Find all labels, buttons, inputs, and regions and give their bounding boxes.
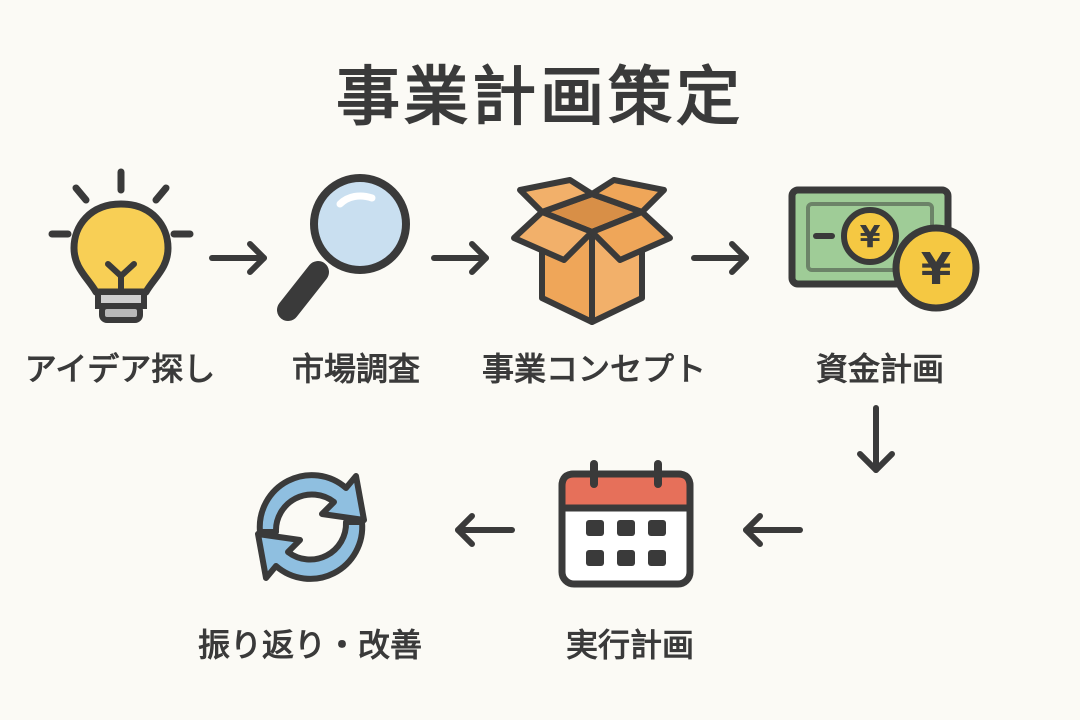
calendar-icon [558, 460, 694, 588]
coin-yen-symbol: ¥ [921, 244, 952, 295]
arrow-left-1 [743, 513, 803, 547]
step-label-market-research: 市場調査 [291, 350, 420, 388]
step-label-review-improve: 振り返り・改善 [197, 626, 422, 664]
step-label-idea: アイデア探し [24, 350, 216, 388]
arrow-right-2 [431, 241, 489, 275]
magnifying-glass-icon [277, 174, 410, 321]
lightbulb-icon [48, 168, 194, 323]
step-label-funding-plan: 資金計画 [815, 350, 944, 388]
step-label-execution-plan: 実行計画 [565, 626, 694, 664]
arrow-right-1 [209, 241, 267, 275]
step-label-business-concept: 事業コンセプト [481, 350, 706, 388]
bill-yen-symbol: ¥ [860, 220, 881, 255]
refresh-cycle-icon [255, 472, 367, 582]
yen-money-icon: ¥ ¥ [788, 186, 980, 312]
diagram-title: 事業計画策定 [336, 61, 744, 135]
arrow-right-3 [691, 241, 749, 275]
open-box-icon [511, 177, 673, 325]
arrow-down-1 [857, 405, 895, 473]
arrow-left-2 [455, 513, 515, 547]
